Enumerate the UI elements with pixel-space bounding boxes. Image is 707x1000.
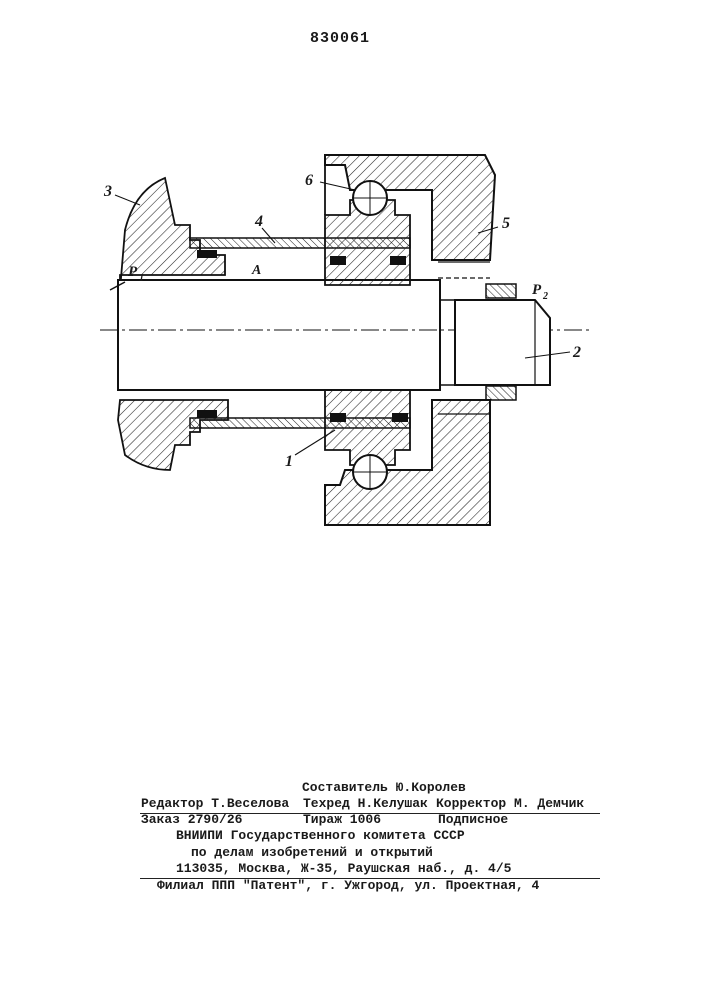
compiler-line: Составитель Ю.Королев — [302, 780, 466, 795]
label-pressure-1-sub: 1 — [139, 273, 144, 284]
corrector-line: Корректор М. Демчик — [436, 796, 584, 811]
label-pressure-2: P — [532, 282, 542, 298]
institute-line: ВНИИПИ Государственного комитета СССР — [176, 828, 465, 843]
label-part-4: 4 — [254, 213, 263, 230]
circulation-line: Тираж 1006 — [303, 812, 381, 827]
label-pressure-1: P — [128, 264, 138, 280]
label-cavity-a: A — [251, 263, 261, 278]
editor-line: Редактор Т.Веселова — [141, 796, 289, 811]
subscription-line: Подписное — [438, 812, 508, 827]
label-part-1: 1 — [285, 453, 293, 470]
order-line: Заказ 2790/26 — [141, 812, 242, 827]
label-part-2: 2 — [572, 344, 581, 361]
address-line: 113035, Москва, Ж-35, Раушская наб., д. … — [176, 861, 511, 876]
committee-line: по делам изобретений и открытий — [191, 845, 433, 860]
label-part-5: 5 — [502, 215, 510, 232]
shaft-end-2 — [440, 284, 550, 400]
label-part-3: 3 — [103, 183, 112, 200]
label-part-6: 6 — [305, 172, 313, 189]
techred-line: Техред Н.Келушак — [303, 796, 428, 811]
label-pressure-2-sub: 2 — [542, 291, 548, 302]
branch-line: Филиал ППП "Патент", г. Ужгород, ул. Про… — [157, 878, 539, 893]
